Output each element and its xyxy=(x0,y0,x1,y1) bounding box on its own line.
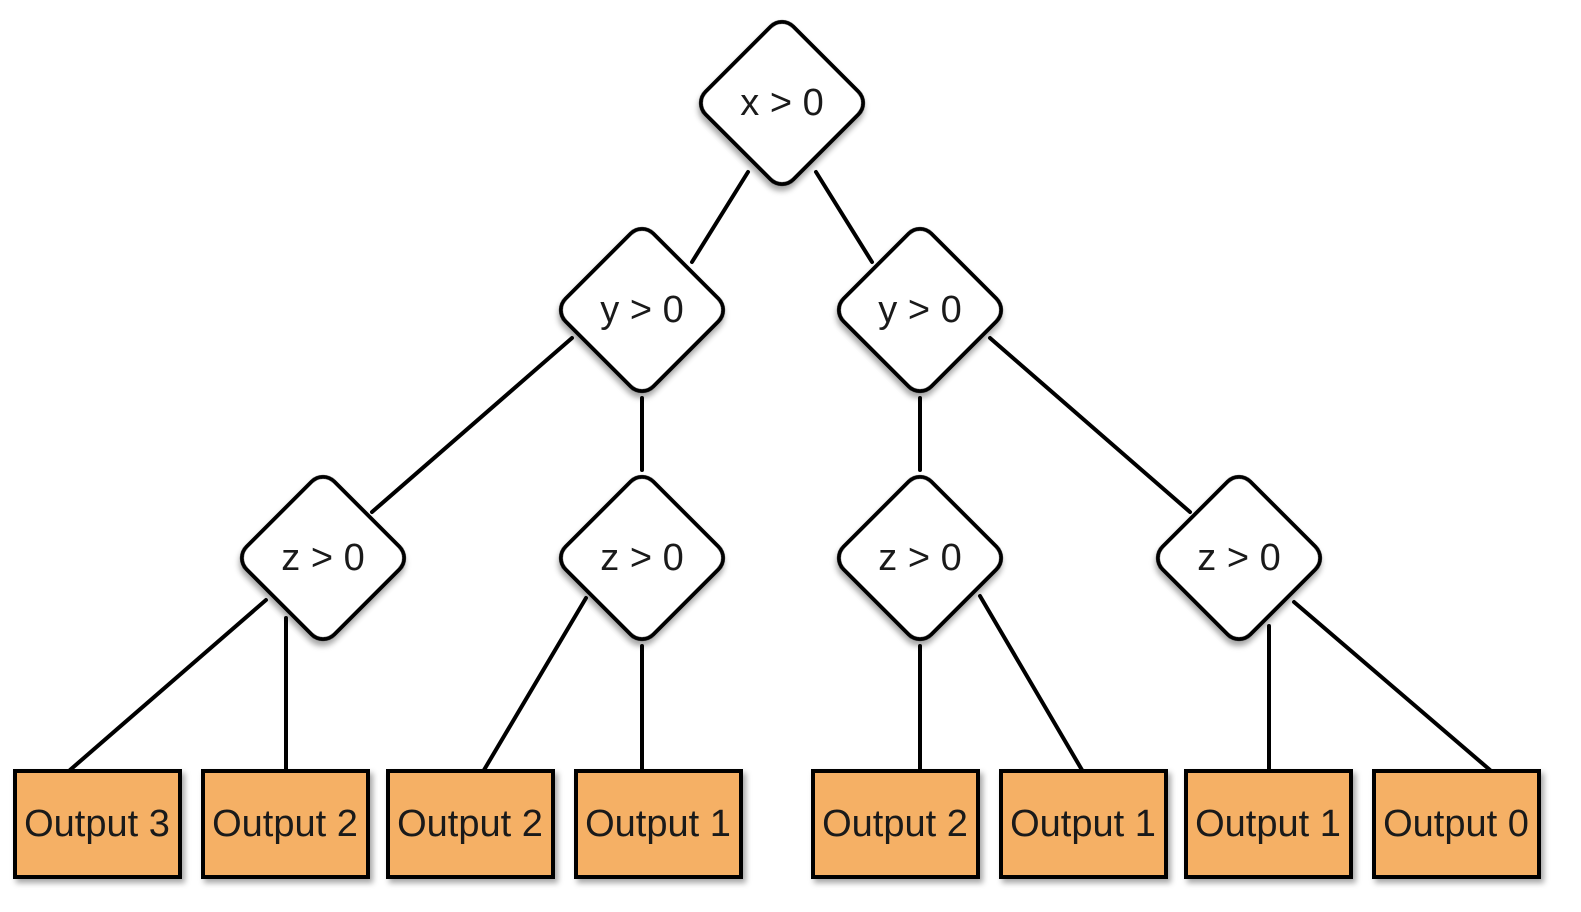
output-box-7 xyxy=(1184,769,1353,879)
output-node-1: Output 3 xyxy=(13,769,182,879)
output-box-8 xyxy=(1372,769,1541,879)
decision-node-z-4: z > 0 xyxy=(1155,474,1323,642)
output-label-7: Output 1 xyxy=(1195,803,1341,845)
output-label-8: Output 0 xyxy=(1383,803,1529,845)
decision-label-z-4: z > 0 xyxy=(1197,537,1280,579)
edges xyxy=(68,170,1492,772)
decision-label-z-1: z > 0 xyxy=(281,537,364,579)
output-box-5 xyxy=(811,769,980,879)
output-box-3 xyxy=(386,769,555,879)
edge-y-right-to-z-4 xyxy=(988,336,1192,514)
decision-node-y-left: y > 0 xyxy=(558,226,726,394)
output-box-6 xyxy=(999,769,1168,879)
output-node-8: Output 0 xyxy=(1372,769,1541,879)
output-label-1: Output 3 xyxy=(24,803,170,845)
output-box-1 xyxy=(13,769,182,879)
output-label-3: Output 2 xyxy=(397,803,543,845)
output-label-5: Output 2 xyxy=(822,803,968,845)
decision-node-y-right: y > 0 xyxy=(836,226,1004,394)
output-label-6: Output 1 xyxy=(1010,803,1156,845)
output-node-2: Output 2 xyxy=(201,769,370,879)
edge-z-1-to-output-1 xyxy=(68,598,268,772)
output-node-5: Output 2 xyxy=(811,769,980,879)
decision-label-z-2: z > 0 xyxy=(600,537,683,579)
output-node-4: Output 1 xyxy=(574,769,743,879)
output-node-7: Output 1 xyxy=(1184,769,1353,879)
edge-z-3-to-output-6 xyxy=(978,594,1084,772)
output-box-2 xyxy=(201,769,370,879)
output-label-2: Output 2 xyxy=(212,803,358,845)
decision-node-z-2: z > 0 xyxy=(558,474,726,642)
edge-y-left-to-z-1 xyxy=(370,336,574,514)
output-node-6: Output 1 xyxy=(999,769,1168,879)
decision-label-y-left: y > 0 xyxy=(600,289,683,331)
decision-label-root: x > 0 xyxy=(740,82,823,124)
decision-node-z-1: z > 0 xyxy=(239,474,407,642)
output-node-3: Output 2 xyxy=(386,769,555,879)
decision-node-z-3: z > 0 xyxy=(836,474,1004,642)
decision-label-y-right: y > 0 xyxy=(878,289,961,331)
decision-nodes: x > 0 y > 0 y > 0 z > 0 z > 0 z > 0 z > … xyxy=(239,19,1323,642)
decision-label-z-3: z > 0 xyxy=(878,537,961,579)
edge-z-4-to-output-8 xyxy=(1292,600,1492,772)
edge-root-to-y-right xyxy=(814,170,874,264)
output-nodes: Output 3 Output 2 Output 2 Output 1 Outp… xyxy=(13,769,1541,879)
decision-node-root: x > 0 xyxy=(698,19,866,187)
edge-root-to-y-left xyxy=(690,170,750,264)
output-label-4: Output 1 xyxy=(585,803,731,845)
output-box-4 xyxy=(574,769,743,879)
edge-z-2-to-output-3 xyxy=(482,596,588,772)
